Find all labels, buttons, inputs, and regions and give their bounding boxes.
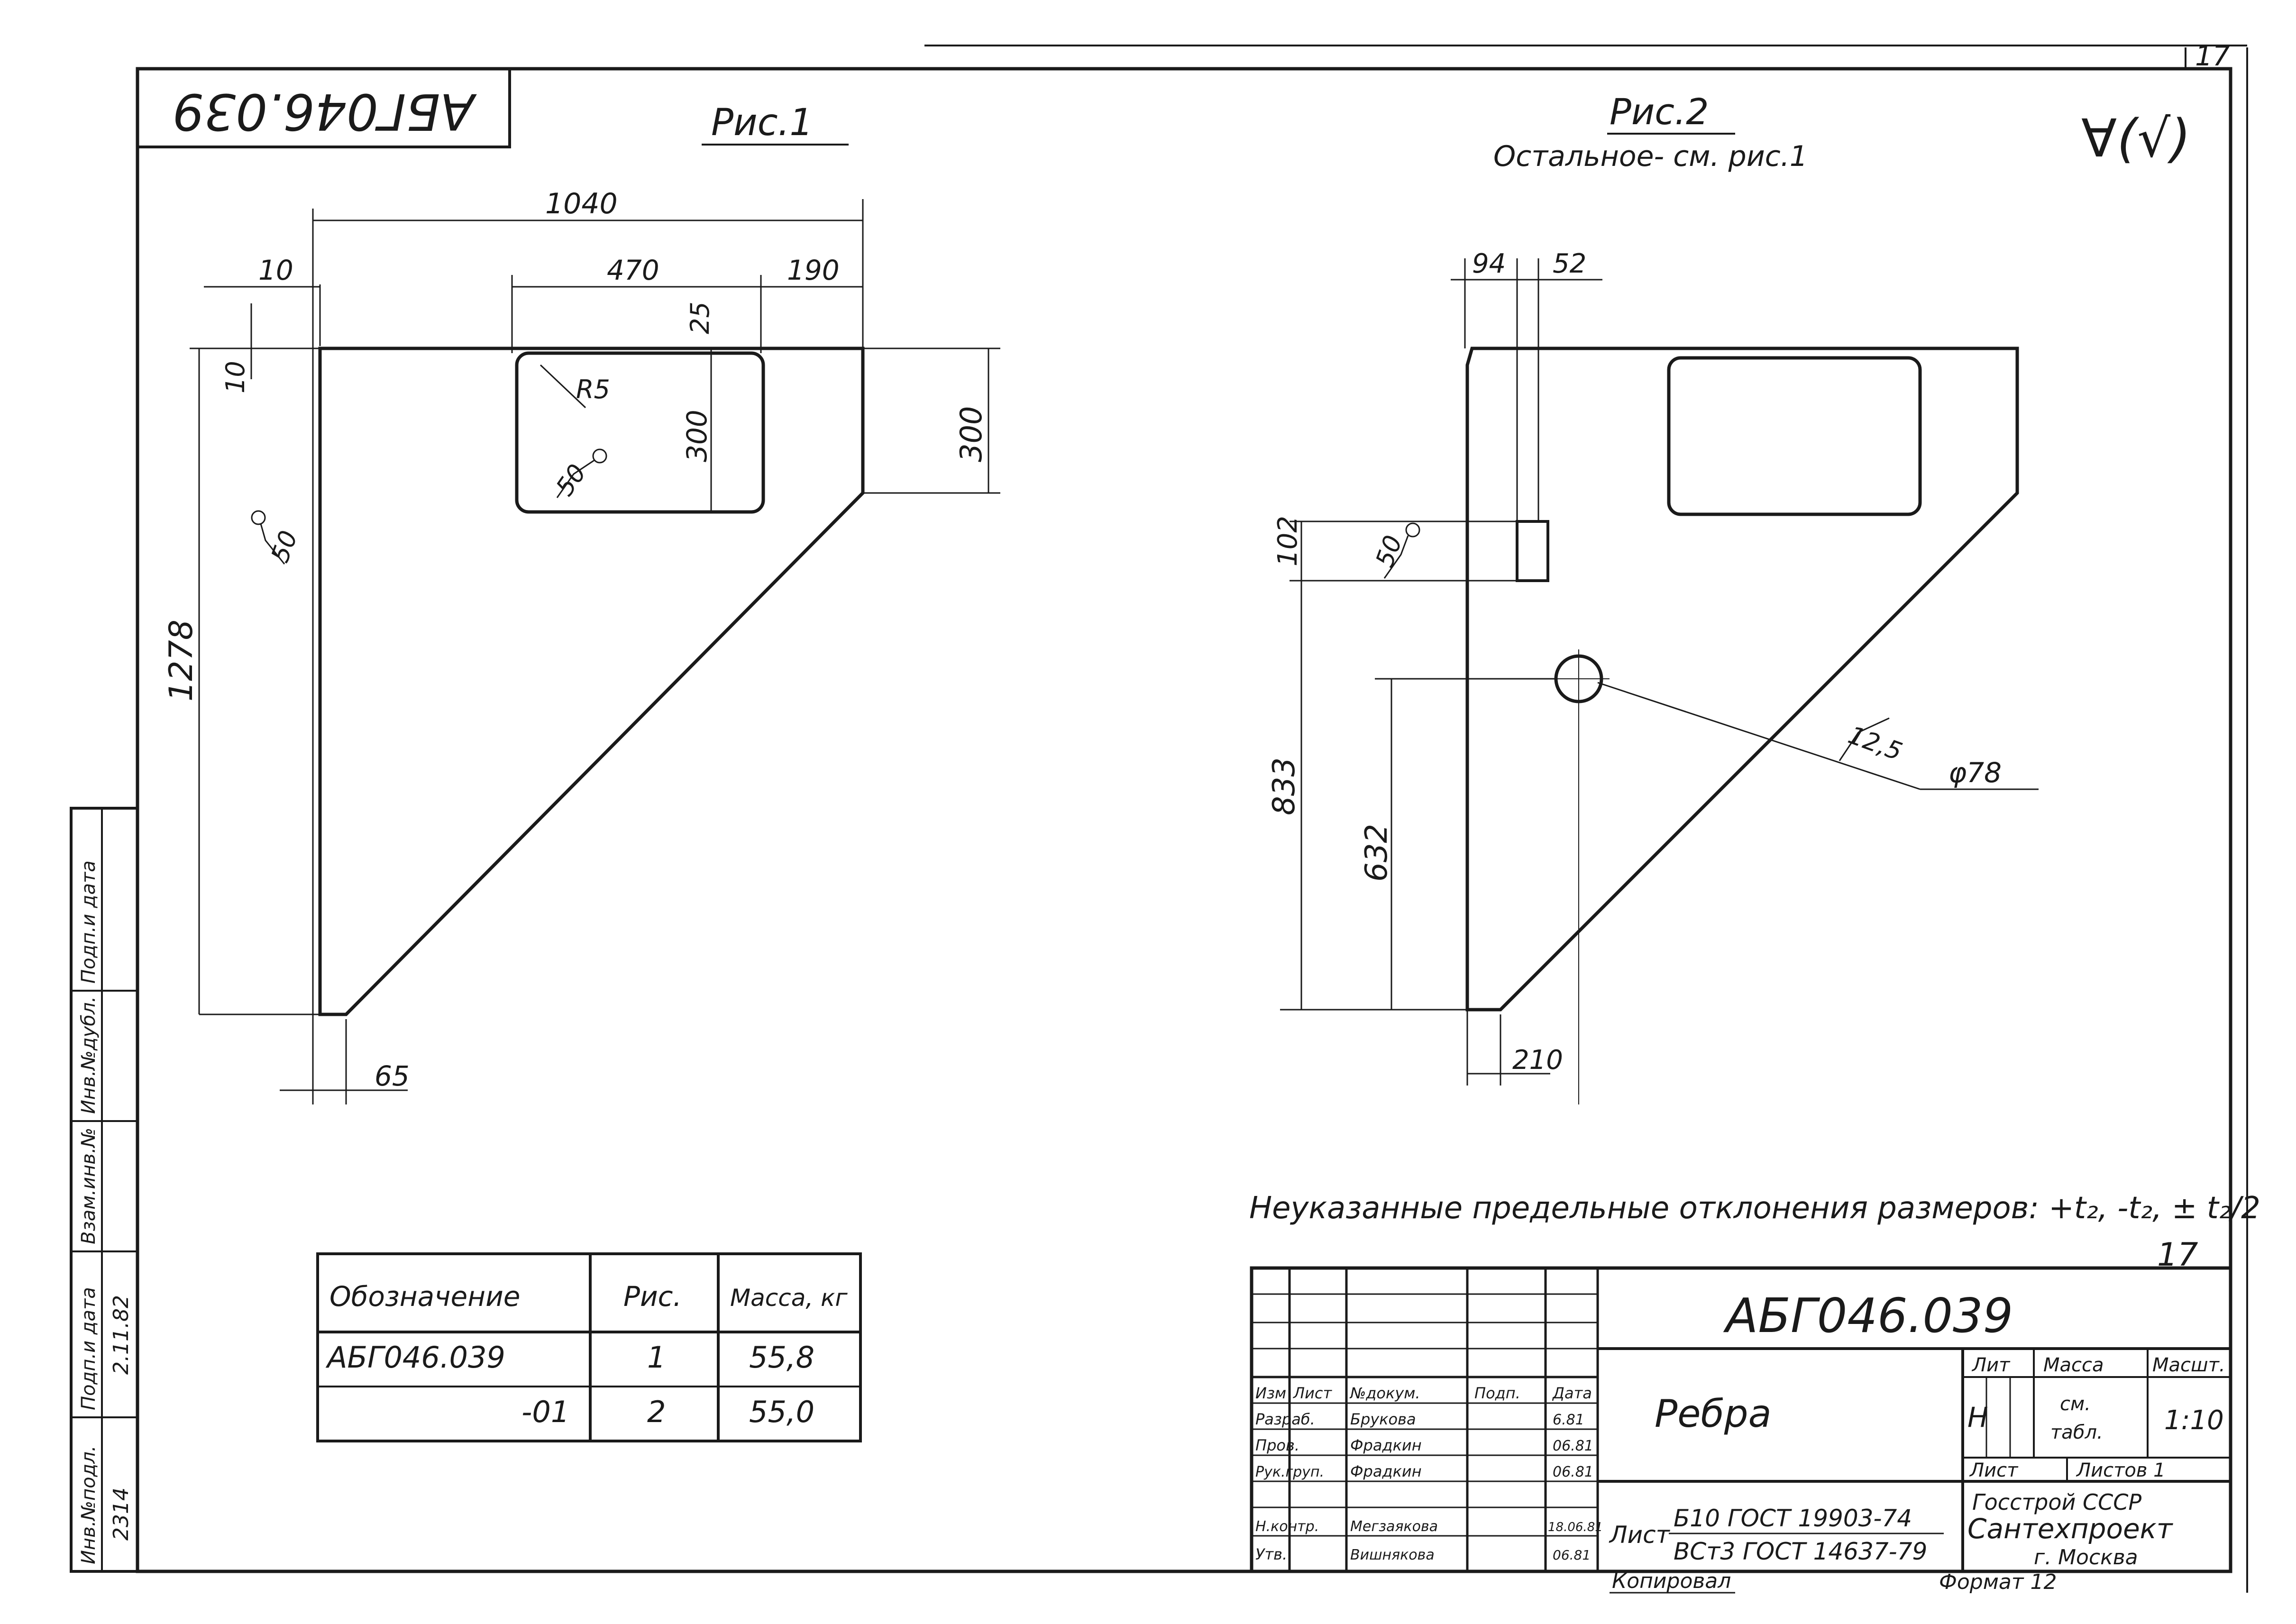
figure-2 [1280, 258, 2039, 1104]
fig1-dim-radius: R5 [576, 374, 610, 404]
spec-header-mass: Масса, кг [730, 1284, 848, 1312]
org-line-3: г. Москва [2034, 1545, 2138, 1569]
col-header-date: Дата [1552, 1384, 1592, 1402]
copied-label: Копировал [1612, 1569, 1731, 1593]
col-header-sheet: Лист [1293, 1384, 1332, 1402]
spec-cell-r1-designation: АБГ046.039 [325, 1340, 505, 1375]
staff-name-norm-control: Мегзаякова [1350, 1518, 1438, 1535]
title-block [1250, 1266, 2232, 1573]
material-line-2: ВСт3 ГОСТ 14637-79 [1674, 1538, 1927, 1565]
fig1-dim-bottom: 65 [375, 1060, 410, 1092]
staff-role-developer: Разраб. [1255, 1410, 1315, 1428]
rotated-code: АБГ046.039 [173, 82, 477, 140]
side-label-dup-inv: Инв.№дубл. [78, 996, 100, 1114]
spec-header-designation: Обозначение [329, 1280, 520, 1313]
staff-role-approver: Утв. [1255, 1545, 1287, 1563]
org-line-1: Госстрой СССР [1972, 1489, 2141, 1515]
roughness-symbol: ∀(√) [2081, 108, 2191, 169]
fig1-dim-right-height: 300 [954, 406, 988, 462]
spec-cell-r2-designation: -01 [521, 1395, 569, 1429]
side-label-sign-date-1: Подп.и дата [78, 1287, 100, 1410]
spec-cell-r2-fig: 2 [647, 1395, 666, 1429]
fig1-dim-window-width: 470 [607, 254, 659, 286]
fig2-dim-b: 52 [1553, 248, 1586, 279]
title-name: Ребра [1655, 1392, 1772, 1436]
side-label-inv-orig: Инв.№подл. [78, 1445, 100, 1564]
staff-date-developer: 6.81 [1553, 1412, 1584, 1428]
fig1-dim-right-offset: 190 [787, 254, 840, 286]
fig1-part-outline [318, 347, 865, 1016]
fig1-dim-total-width: 1040 [545, 187, 618, 220]
fig2-window [1667, 356, 1922, 516]
staff-name-checker: Фрадкин [1350, 1436, 1422, 1454]
fig2-part-outline [1465, 347, 2019, 1012]
sheet-number: 17 [2195, 40, 2230, 72]
sheets-label: Листов 1 [2076, 1460, 2166, 1481]
fig1-dim-top-corner: 10 [220, 361, 250, 393]
fig2-roughness: 12,5 [1845, 721, 1906, 766]
staff-date-group-lead: 06.81 [1553, 1464, 1593, 1480]
material-line-1: Б10 ГОСТ 19903-74 [1674, 1505, 1912, 1532]
fig2-dim-height: 833 [1267, 757, 1302, 815]
side-label-sign-date-2: Подп.и дата [78, 860, 100, 984]
scale-header: Масшт. [2152, 1354, 2225, 1376]
org-line-2: Сантехпроект [1967, 1513, 2174, 1545]
fig2-dim-hole-height: 632 [1359, 824, 1394, 882]
fig2-dim-slot: 102 [1272, 516, 1303, 566]
lit-value: Н [1967, 1401, 1988, 1433]
fig1-weld-left: 50 [266, 527, 303, 566]
side-value-inv: 2314 [109, 1487, 133, 1541]
figure-1 [190, 199, 1000, 1104]
staff-name-developer: Брукова [1350, 1410, 1416, 1428]
fig2-weld: 50 [1371, 532, 1408, 571]
mass-header: Масса [2043, 1354, 2104, 1376]
staff-date-norm-control: 18.06.81 [1548, 1520, 1603, 1534]
rotated-code-box: АБГ046.039 [137, 69, 511, 148]
col-header-change: Изм [1255, 1384, 1286, 1402]
side-strip [70, 807, 139, 1573]
fig1-label: Рис.1 [711, 101, 813, 144]
fig1-dim-left-offset: 10 [258, 254, 293, 286]
side-value-sign-date: 2.11.82 [109, 1295, 133, 1375]
mass-value-2: табл. [2050, 1422, 2103, 1443]
spec-header-fig: Рис. [623, 1280, 682, 1313]
mass-value-1: см. [2060, 1393, 2091, 1415]
staff-name-group-lead: Фрадкин [1350, 1462, 1422, 1480]
fig2-dim-bottom: 210 [1512, 1045, 1563, 1076]
fig1-window [515, 351, 765, 514]
staff-role-norm-control: Н.контр. [1255, 1518, 1319, 1535]
staff-role-checker: Пров. [1255, 1436, 1299, 1454]
col-header-sign: Подп. [1474, 1384, 1520, 1402]
fig1-dim-window-top: 25 [685, 301, 715, 334]
sheet-label: Лист [1969, 1460, 2019, 1481]
lit-header: Лит [1971, 1354, 2011, 1376]
spec-cell-r1-mass: 55,8 [749, 1340, 814, 1375]
title-designation: АБГ046.039 [1723, 1288, 2013, 1343]
fig2-note: Остальное- см. рис.1 [1493, 140, 1808, 173]
staff-date-checker: 06.81 [1553, 1438, 1593, 1454]
material-prefix: Лист [1609, 1521, 1671, 1549]
fig1-dim-total-height: 1278 [163, 620, 200, 702]
fig1-dim-window-height: 300 [681, 410, 713, 462]
fig2-slot [1516, 520, 1549, 582]
spec-table [316, 1252, 862, 1442]
side-label-replace-inv: Взам.инв.№ [78, 1128, 100, 1244]
format-label: Формат 12 [1939, 1570, 2057, 1594]
fig2-dim-a: 94 [1472, 248, 1506, 279]
staff-name-approver: Вишнякова [1350, 1547, 1435, 1563]
scale-value: 1:10 [2164, 1405, 2224, 1436]
fig2-label: Рис.2 [1610, 91, 1709, 133]
tolerance-note: Неуказанные предельные отклонения размер… [1249, 1191, 2260, 1226]
staff-date-approver: 06.81 [1553, 1547, 1591, 1563]
spec-cell-r2-mass: 55,0 [749, 1395, 814, 1429]
fig2-hole-dia: φ78 [1948, 757, 2002, 789]
staff-role-group-lead: Рук.груп. [1255, 1464, 1324, 1480]
spec-cell-r1-fig: 1 [647, 1340, 666, 1375]
col-header-doc: №докум. [1349, 1384, 1420, 1402]
